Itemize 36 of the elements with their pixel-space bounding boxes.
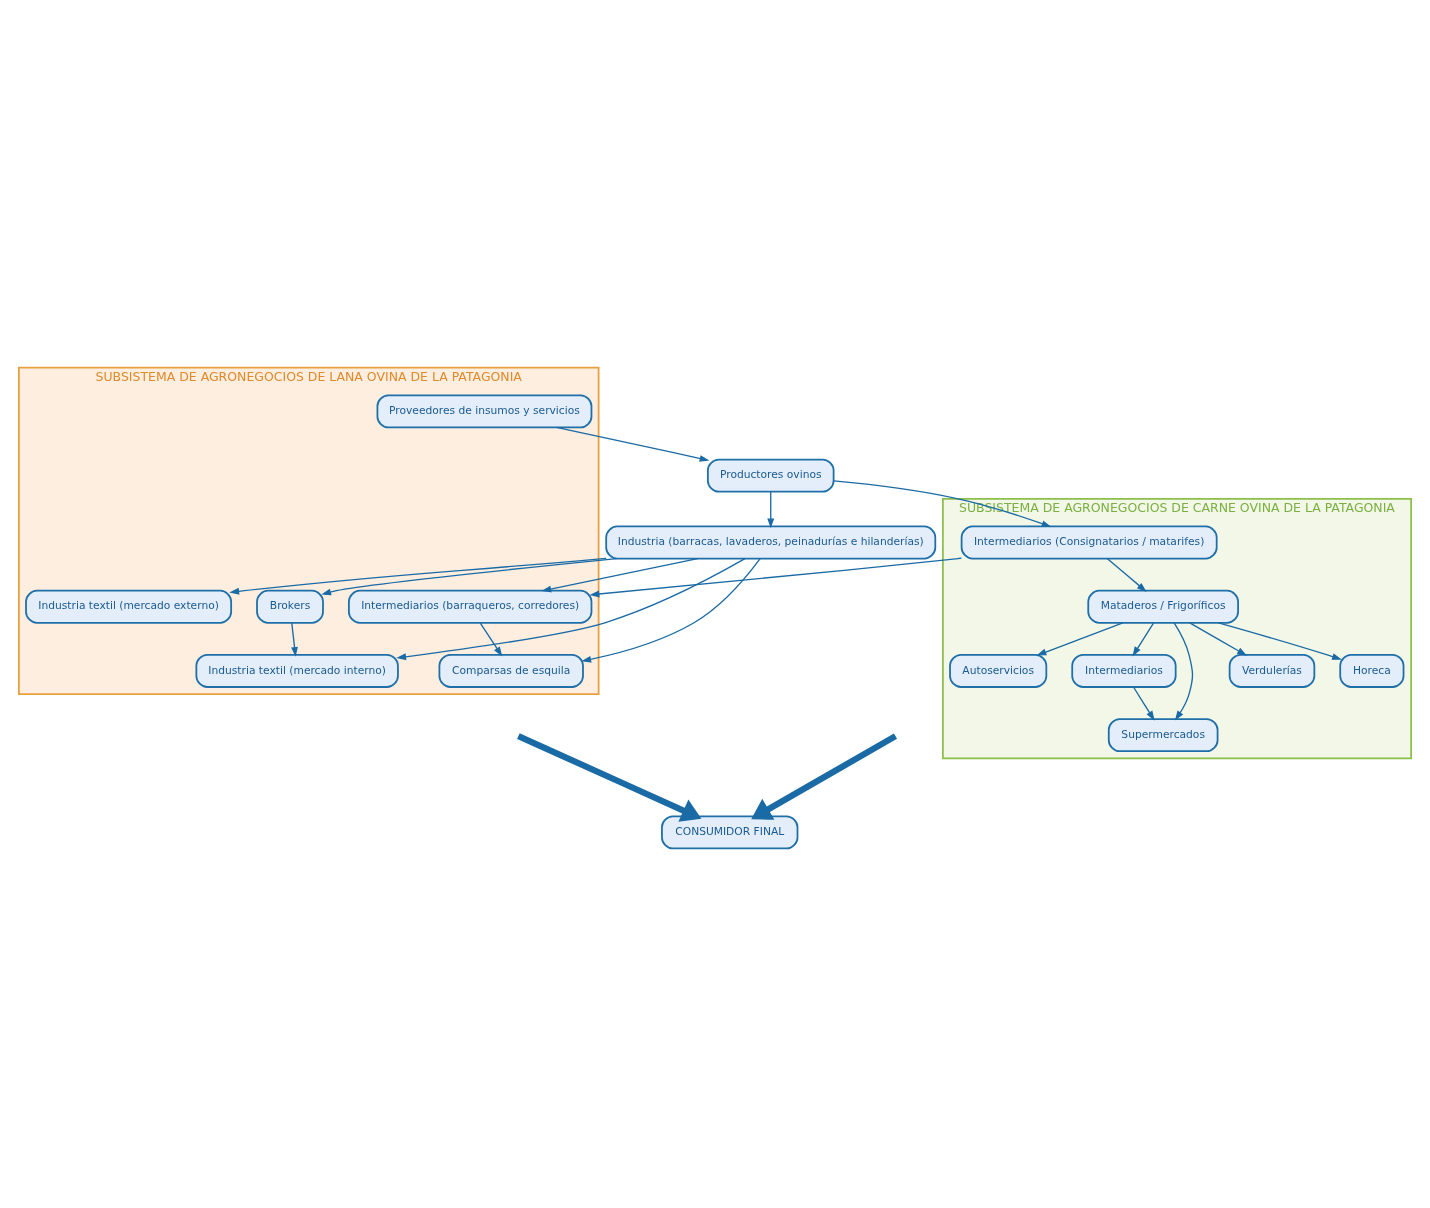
node-box: Supermercados	[1107, 717, 1219, 752]
node-box: Industria textil (mercado externo)	[25, 589, 233, 624]
arrow	[396, 557, 746, 660]
arrow	[1173, 621, 1194, 721]
arrow	[767, 490, 775, 528]
arrow	[321, 557, 618, 595]
arrow	[1106, 557, 1147, 592]
node-box: Industria (barracas, lavaderos, peinadurías e hilanderías)	[605, 525, 937, 559]
node-box: Intermediarios (Consignatarios / matarifes)	[960, 525, 1218, 559]
arrow	[541, 557, 699, 592]
node-box: Intermediarios (barraqueros, corredores)	[348, 589, 593, 624]
arrow	[1132, 621, 1155, 657]
node-box: Productores ovinos	[706, 458, 835, 493]
node-box: Intermediarios	[1071, 653, 1177, 688]
arrow	[517, 732, 702, 822]
arrow	[581, 557, 761, 663]
node-box: Horeca	[1339, 653, 1405, 688]
node-box: CONSUMIDOR FINAL	[661, 814, 799, 849]
node-box: Verdulerías	[1228, 653, 1316, 688]
arrow	[291, 621, 298, 657]
arrow	[751, 732, 898, 820]
node-box: Mataderos / Frigoríficos	[1087, 589, 1239, 624]
arrow	[833, 479, 1052, 527]
arrow	[1189, 621, 1248, 656]
arrow	[479, 621, 503, 656]
node-box: Autoservicios	[949, 653, 1048, 688]
node-box: Industria textil (mercado interno)	[195, 653, 399, 688]
arrow	[1217, 621, 1342, 660]
arrow	[555, 426, 710, 462]
arrow	[589, 557, 963, 597]
arrow	[1036, 621, 1124, 656]
node-box: Comparsas de esquila	[438, 653, 584, 688]
node-box: Proveedores de insumos y servicios	[376, 393, 593, 428]
node-box: Brokers	[256, 589, 324, 624]
arrow	[229, 557, 607, 595]
arrow	[1132, 686, 1155, 721]
